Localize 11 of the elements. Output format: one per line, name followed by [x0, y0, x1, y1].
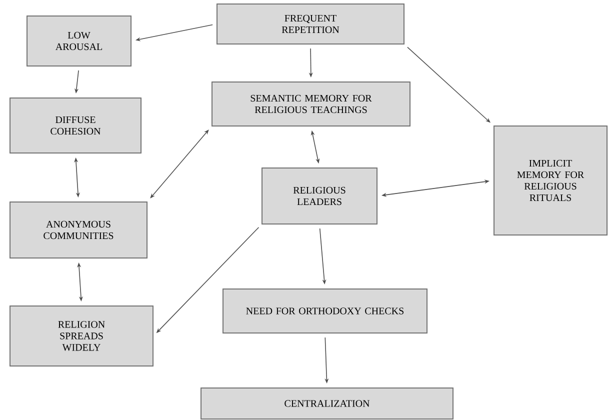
process-box: CENTRALIZATION	[200, 387, 454, 420]
process-box: RELIGIOUS LEADERS	[262, 168, 378, 224]
process-box: DIFFUSE COHESION	[10, 98, 142, 154]
arrow	[150, 130, 209, 198]
process-box: FREQUENT REPETITION	[216, 4, 404, 44]
process-box: NEED FOR ORTHODOXY CHECKS	[222, 288, 428, 334]
process-box: RELIGION SPREADS WIDELY	[10, 306, 154, 366]
process-box: IMPLICIT MEMORY FOR RELIGIOUS RITUALS	[494, 126, 608, 236]
process-box: SEMANTIC MEMORY FOR RELIGIOUS TEACHINGS	[212, 82, 410, 126]
process-box: ANONYMOUS COMMUNITIES	[10, 202, 148, 258]
process-box: LOW AROUSAL	[26, 16, 132, 66]
